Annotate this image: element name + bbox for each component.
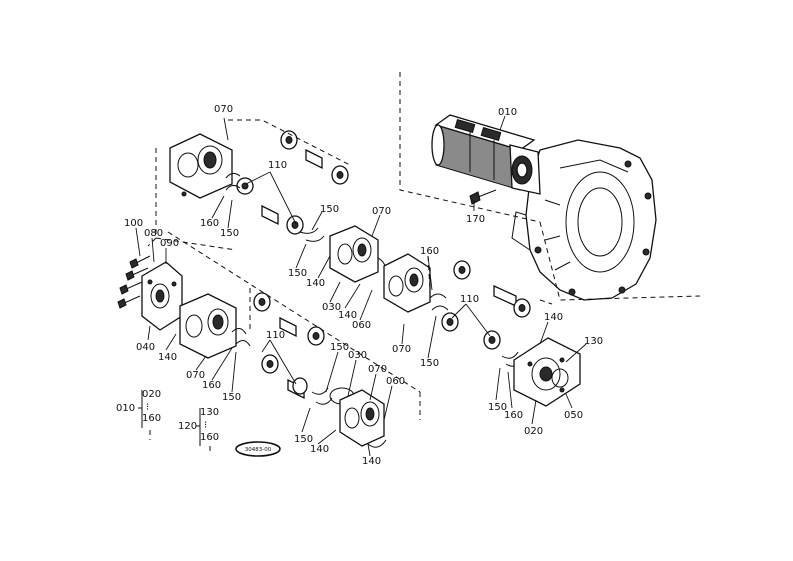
callout-160: 160 <box>504 410 523 421</box>
callout-030: 030 <box>348 350 367 361</box>
callout-110: 110 <box>460 294 479 305</box>
callout-140: 140 <box>310 444 329 455</box>
callout-070: 070 <box>392 344 411 355</box>
callout-080: 080 <box>144 228 163 239</box>
callout-070: 070 <box>214 104 233 115</box>
pump-body-lower <box>179 293 251 359</box>
callout-050: 050 <box>564 410 583 421</box>
callout-070: 070 <box>372 206 391 217</box>
callout-150: 150 <box>330 342 349 353</box>
legend-first: 020 <box>142 389 161 400</box>
gear-set-right <box>429 260 531 367</box>
callout-150: 150 <box>294 434 313 445</box>
callout-060: 060 <box>386 376 405 387</box>
callout-150: 150 <box>320 204 339 215</box>
end-cover-right <box>513 337 581 407</box>
pump-body-lower-right <box>339 389 387 448</box>
drawing-code-stamp: 30483-00 <box>235 441 281 457</box>
callout-160: 160 <box>200 218 219 229</box>
callout-130: 130 <box>584 336 603 347</box>
callout-150: 150 <box>488 402 507 413</box>
callout-140: 140 <box>338 310 357 321</box>
pump-assembly-010 <box>431 114 541 195</box>
pump-body-upper-mid <box>329 225 387 283</box>
gear-set-upper <box>225 130 349 242</box>
pump-body-upper <box>169 133 233 199</box>
drawing-code: 30483-00 <box>245 447 272 453</box>
legend-range-mark: ⁝ <box>204 420 207 431</box>
legend-last: 160 <box>142 413 161 424</box>
legend-bracket <box>196 408 201 446</box>
assembly-outline <box>399 72 701 301</box>
leader-lines <box>135 115 587 457</box>
callout-140: 140 <box>306 278 325 289</box>
callout-040: 040 <box>136 342 155 353</box>
legend-bracket <box>138 390 143 428</box>
legend-range-mark: ⁝ <box>146 402 149 413</box>
callout-070: 070 <box>186 370 205 381</box>
bolt-170 <box>469 189 497 205</box>
end-cover-040 <box>141 261 183 331</box>
callout-110: 110 <box>266 330 285 341</box>
callout-070: 070 <box>368 364 387 375</box>
bolts-100-080 <box>117 255 151 309</box>
assembly-legend: 010 020 ⁝ 160 120 130 ⁝ 160 <box>116 389 219 454</box>
callout-150: 150 <box>420 358 439 369</box>
callout-160: 160 <box>202 380 221 391</box>
callout-150: 150 <box>288 268 307 279</box>
group-outline-right <box>427 255 553 305</box>
legend-last: 160 <box>200 432 219 443</box>
legend-parent: 010 <box>116 403 135 414</box>
callout-140: 140 <box>544 312 563 323</box>
callout-110: 110 <box>268 160 287 171</box>
group-outline-upper <box>147 119 351 251</box>
transmission-housing <box>511 139 657 301</box>
callout-150: 150 <box>220 228 239 239</box>
callout-140: 140 <box>158 352 177 363</box>
callout-010: 010 <box>498 107 517 118</box>
legend-parent: 120 <box>178 421 197 432</box>
callout-020: 020 <box>524 426 543 437</box>
callout-170: 170 <box>466 214 485 225</box>
callout-150: 150 <box>222 392 241 403</box>
pump-body-center <box>383 253 431 313</box>
legend-first: 130 <box>200 407 219 418</box>
callout-160: 160 <box>420 246 439 257</box>
group-outline-middle <box>167 231 421 420</box>
callout-030: 030 <box>322 302 341 313</box>
callout-140: 140 <box>362 456 381 467</box>
callout-090: 090 <box>160 238 179 249</box>
callout-labels: 010 170 070 110 160 150 150 070 150 140 … <box>124 104 603 467</box>
callout-100: 100 <box>124 218 143 229</box>
callout-060: 060 <box>352 320 371 331</box>
